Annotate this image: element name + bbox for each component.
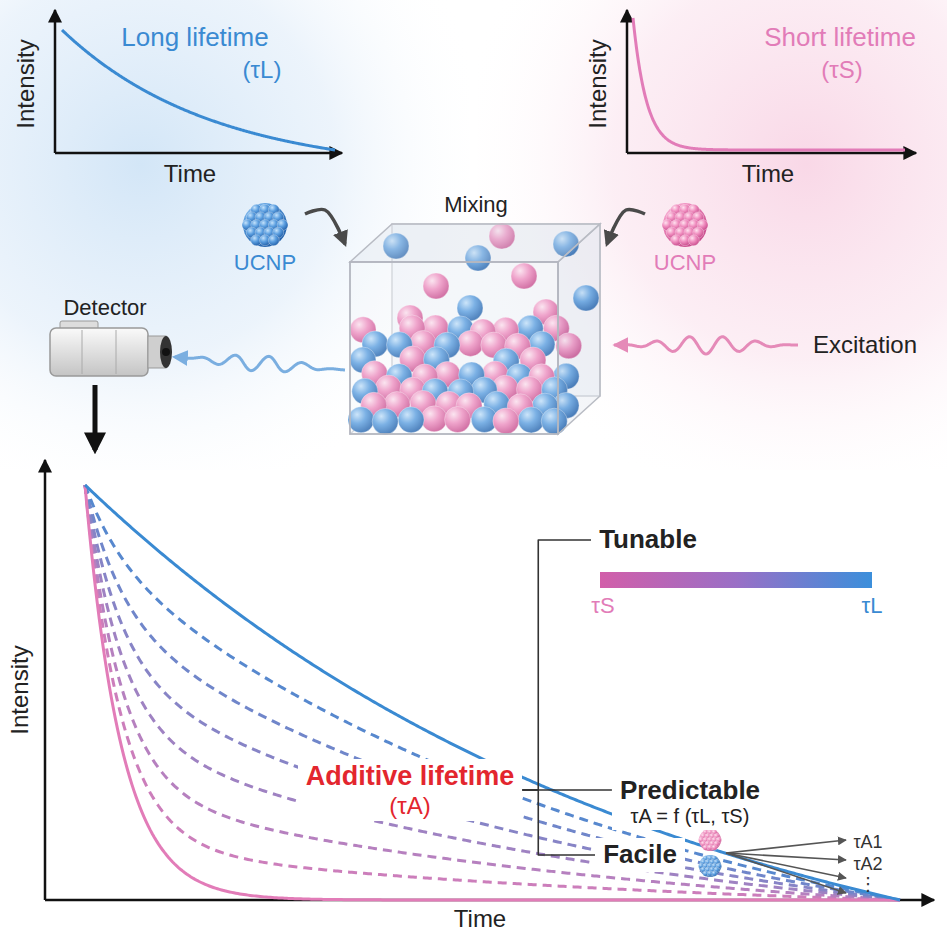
axis-label: Time bbox=[742, 160, 794, 188]
nanoparticle bbox=[699, 855, 721, 877]
axis-label: Intensity bbox=[584, 39, 612, 128]
nanoparticle-cluster bbox=[242, 203, 288, 247]
additive-decay-curve bbox=[85, 485, 900, 900]
container-top bbox=[350, 224, 600, 262]
camera-seam bbox=[82, 330, 83, 374]
bracket-line bbox=[522, 790, 595, 855]
flow-arrow bbox=[93, 385, 98, 450]
nanoparticle-grain bbox=[688, 235, 699, 246]
detector-node: Detector bbox=[45, 295, 175, 385]
node-label: Facile bbox=[603, 840, 677, 870]
lifetime-variant: τA1 bbox=[853, 832, 882, 853]
x-axis bbox=[627, 152, 916, 155]
camera-icon bbox=[50, 321, 172, 376]
node-label: UCNP bbox=[654, 250, 716, 275]
excitation-wave bbox=[614, 337, 798, 354]
glass-container bbox=[350, 224, 600, 434]
particle-pile bbox=[348, 223, 599, 434]
node-label: UCNP bbox=[234, 250, 296, 275]
node-label: Predictable bbox=[620, 776, 760, 806]
camera-seam bbox=[116, 330, 117, 374]
excitation-label: Excitation bbox=[813, 331, 917, 359]
lifetime-symbol: (τS) bbox=[821, 56, 862, 84]
emission-wave bbox=[175, 355, 345, 372]
node-label: Mixing bbox=[444, 192, 508, 217]
flow-arrow bbox=[607, 209, 645, 244]
lifetime-title: Long lifetime bbox=[121, 23, 268, 53]
nanoparticle-cluster bbox=[698, 855, 721, 877]
lifetime-title: Short lifetime bbox=[764, 23, 916, 53]
nanoparticle-grain bbox=[712, 871, 717, 876]
gradient-bar bbox=[600, 572, 872, 588]
nanoparticle-cluster bbox=[698, 829, 721, 851]
nanoparticle-cluster bbox=[662, 203, 708, 247]
edge-layer bbox=[95, 209, 645, 855]
x-axis bbox=[55, 152, 342, 155]
nanoparticle-grain bbox=[712, 845, 717, 850]
nanoparticle bbox=[699, 829, 721, 851]
property-hub: Additive lifetime(τA) bbox=[298, 759, 523, 822]
lifetime-symbol: (τL) bbox=[243, 56, 282, 84]
particle-node: UCNP bbox=[225, 200, 305, 280]
node-label: Detector bbox=[63, 295, 146, 320]
bracket-line bbox=[522, 540, 591, 790]
node-label: Tunable bbox=[599, 525, 697, 555]
node-sublabel: Time bbox=[454, 905, 506, 933]
fan-arrow bbox=[726, 853, 846, 878]
node-sublabel: τA = f (τL, τS) bbox=[620, 805, 760, 828]
range-end-label: τS bbox=[591, 593, 614, 618]
fan-arrow bbox=[726, 853, 846, 893]
excitation-wave bbox=[614, 337, 798, 354]
glass-container-front bbox=[350, 224, 600, 434]
camera-lens-center bbox=[162, 348, 170, 356]
property-item: Tunable bbox=[591, 523, 705, 557]
y-axis bbox=[44, 460, 47, 900]
decay-chart: IntensityTime Additive lifetime(τA) Tunabl… bbox=[0, 450, 947, 937]
additive-decay-curve bbox=[85, 485, 900, 900]
axis-label: Intensity bbox=[12, 39, 40, 128]
ellipsis-mark: ⋮ bbox=[859, 874, 877, 895]
nanoparticle-grain bbox=[268, 235, 279, 246]
lifetime-variant: τA2 bbox=[853, 854, 882, 875]
additive-decay-curve bbox=[85, 485, 900, 900]
camera-body bbox=[50, 328, 148, 376]
axis-label: Time bbox=[164, 160, 216, 188]
node-label: Intensity bbox=[6, 645, 34, 734]
fan-arrow bbox=[726, 840, 846, 853]
axes bbox=[45, 10, 934, 900]
node-sublabel: (τA) bbox=[306, 792, 515, 820]
facile-icon bbox=[698, 829, 846, 893]
property-item: PredictableτA = f (τL, τS) bbox=[612, 774, 768, 831]
additive-decay-curve bbox=[85, 485, 900, 900]
additive-decay-curve bbox=[85, 485, 900, 900]
mixing-container: Mixing bbox=[345, 192, 607, 440]
decay-curve bbox=[85, 485, 900, 900]
decay-curves bbox=[85, 485, 900, 900]
particle-node: UCNP bbox=[645, 200, 725, 280]
y-axis bbox=[54, 10, 57, 153]
camera-lens bbox=[160, 336, 172, 368]
node-label: Additive lifetime bbox=[306, 761, 515, 792]
additive-decay-curve bbox=[85, 485, 900, 900]
container-front bbox=[350, 262, 558, 434]
flow-arrow bbox=[305, 209, 345, 244]
y-axis bbox=[626, 10, 629, 153]
container-side bbox=[558, 224, 600, 434]
property-item: Facile bbox=[595, 838, 685, 872]
decay-curve bbox=[85, 485, 900, 900]
range-end-label: τL bbox=[862, 593, 883, 618]
